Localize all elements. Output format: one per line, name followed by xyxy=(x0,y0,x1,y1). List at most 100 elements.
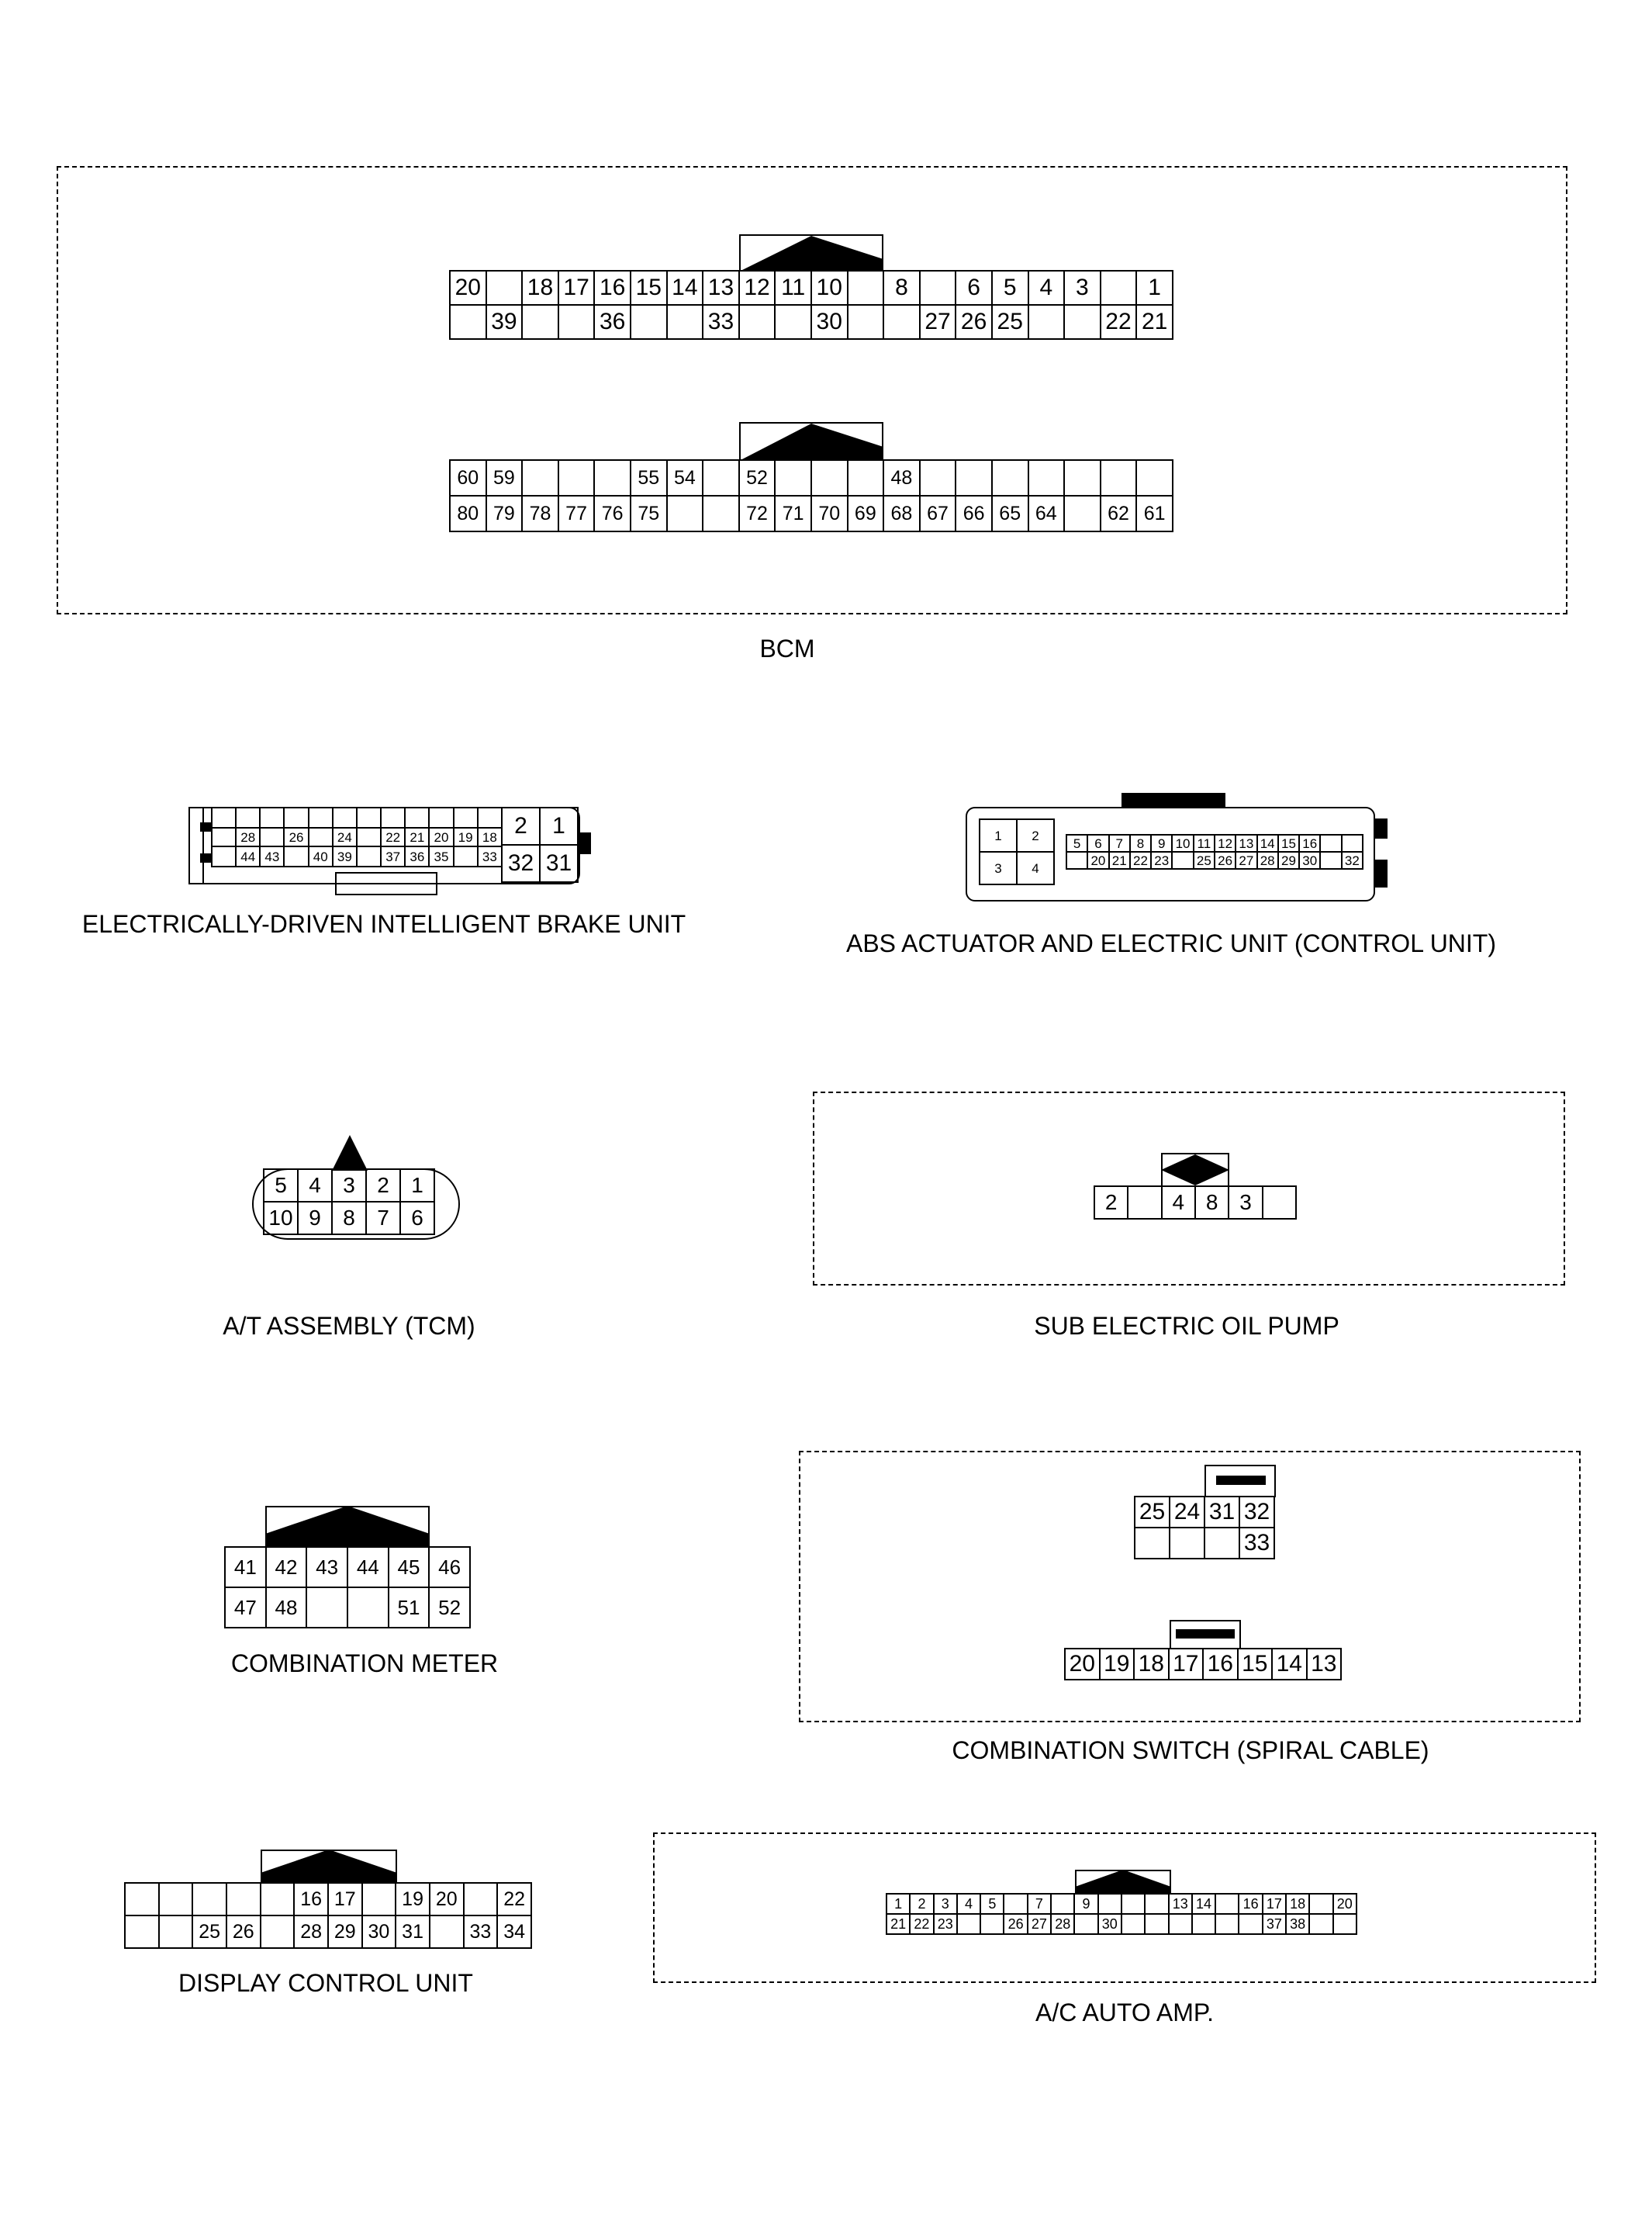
connector-pin xyxy=(307,827,334,847)
connector-pin xyxy=(846,270,885,306)
connector-pin: 4 xyxy=(1160,1185,1196,1220)
connector-pin: 20 xyxy=(1087,851,1110,870)
connector-pin xyxy=(355,827,382,847)
connector-pin xyxy=(476,807,503,829)
connector-pin: 28 xyxy=(1256,851,1279,870)
brake-right-latch xyxy=(580,832,591,854)
connector-pin: 70 xyxy=(810,495,848,532)
ac-label: A/C AUTO AMP. xyxy=(1035,1998,1214,2026)
connector-pin: 17 xyxy=(557,270,596,306)
connector-pin: 22 xyxy=(380,827,406,847)
connector-pin: 4 xyxy=(1027,270,1066,306)
connector-pin xyxy=(810,459,848,497)
connector-pin: 9 xyxy=(1150,834,1173,853)
connector-pin xyxy=(1171,851,1194,870)
connector-pin: 3 xyxy=(979,851,1018,885)
display-label: DISPLAY CONTROL UNIT xyxy=(178,1969,473,1997)
connector-pin xyxy=(1134,1527,1170,1559)
connector-pin: 16 xyxy=(1298,834,1322,853)
connector-pin: 52 xyxy=(428,1587,471,1628)
connector-pin: 2 xyxy=(501,807,541,846)
connector-pin: 30 xyxy=(361,1915,397,1949)
connector-pin: 3 xyxy=(1063,270,1101,306)
connector-pin xyxy=(259,1882,295,1916)
connector-pin: 17 xyxy=(327,1882,363,1916)
connector-pin xyxy=(452,807,479,829)
connector-pin: 29 xyxy=(327,1915,363,1949)
connector-pin xyxy=(774,304,812,340)
connector-pin: 31 xyxy=(1204,1496,1240,1528)
connector-pin xyxy=(1261,1185,1298,1220)
connector-pin: 36 xyxy=(404,846,430,867)
bcm-label: BCM xyxy=(759,635,815,663)
connector-pin xyxy=(918,459,957,497)
connector-pin xyxy=(1003,1893,1028,1915)
connector-pin: 55 xyxy=(629,459,668,497)
tcm-key-triangle xyxy=(332,1135,368,1171)
connector-pin: 26 xyxy=(1003,1913,1028,1935)
connector-pin xyxy=(846,304,885,340)
connector-pin xyxy=(306,1587,348,1628)
connector-pin xyxy=(1063,304,1101,340)
connector-pin: 15 xyxy=(1236,1648,1273,1680)
connector-pin: 28 xyxy=(293,1915,329,1949)
connector-pin: 11 xyxy=(774,270,812,306)
connector-pin: 7 xyxy=(365,1201,401,1235)
abs-right-latch-top xyxy=(1375,818,1388,839)
connector-pin xyxy=(307,807,334,829)
connector-pin xyxy=(955,459,993,497)
connector-pin: 71 xyxy=(774,495,812,532)
connector-pin xyxy=(1167,1913,1193,1935)
connector-pin xyxy=(124,1882,160,1916)
connector-pin: 19 xyxy=(452,827,479,847)
connector-pin: 18 xyxy=(476,827,503,847)
connector-pin: 1 xyxy=(1135,270,1173,306)
connector-pin: 26 xyxy=(225,1915,261,1949)
connector-pin: 14 xyxy=(1256,834,1279,853)
connector-pin: 3 xyxy=(1228,1185,1263,1220)
bcm-upper-key-triangle xyxy=(739,236,883,272)
connector-pin: 9 xyxy=(1073,1893,1099,1915)
connector-pin: 22 xyxy=(1128,851,1153,870)
connector-pin xyxy=(629,304,668,340)
connector-pin: 77 xyxy=(557,495,596,532)
connector-pin: 13 xyxy=(702,270,740,306)
connector-pin xyxy=(1332,1913,1358,1935)
connector-pin: 1 xyxy=(399,1168,435,1203)
connector-pin xyxy=(1063,459,1101,497)
connector-pin xyxy=(918,270,957,306)
abs-right-latch-bottom xyxy=(1375,860,1388,888)
connector-pin: 5 xyxy=(1065,834,1089,853)
connector-pin: 31 xyxy=(395,1915,430,1949)
connector-pin: 44 xyxy=(346,1546,389,1588)
connector-pin: 21 xyxy=(1108,851,1131,870)
connector-pin xyxy=(1204,1527,1240,1559)
connector-pin: 66 xyxy=(955,495,993,532)
connector-pin: 8 xyxy=(331,1201,367,1235)
connector-pin: 27 xyxy=(1026,1913,1052,1935)
connector-pin: 24 xyxy=(1169,1496,1205,1528)
connector-pin: 48 xyxy=(883,459,921,497)
oil-pump-group-frame xyxy=(813,1092,1565,1286)
connector-pin: 48 xyxy=(264,1587,308,1628)
connector-pin: 6 xyxy=(1087,834,1110,853)
connector-pin: 29 xyxy=(1277,851,1301,870)
connector-pin xyxy=(1319,834,1343,853)
bcm-lower-key-triangle xyxy=(739,424,883,461)
connector-pin xyxy=(990,459,1029,497)
connector-pin xyxy=(1097,1893,1122,1915)
connector-pin xyxy=(157,1915,194,1949)
connector-pin: 35 xyxy=(428,846,454,867)
connector-pin: 3 xyxy=(331,1168,367,1203)
connector-pin xyxy=(210,827,237,847)
connector-pin: 2 xyxy=(365,1168,401,1203)
connector-pin: 44 xyxy=(235,846,261,867)
abs-top-key xyxy=(1121,793,1225,808)
connector-pin: 78 xyxy=(521,495,559,532)
connector-pin: 20 xyxy=(428,1882,465,1916)
